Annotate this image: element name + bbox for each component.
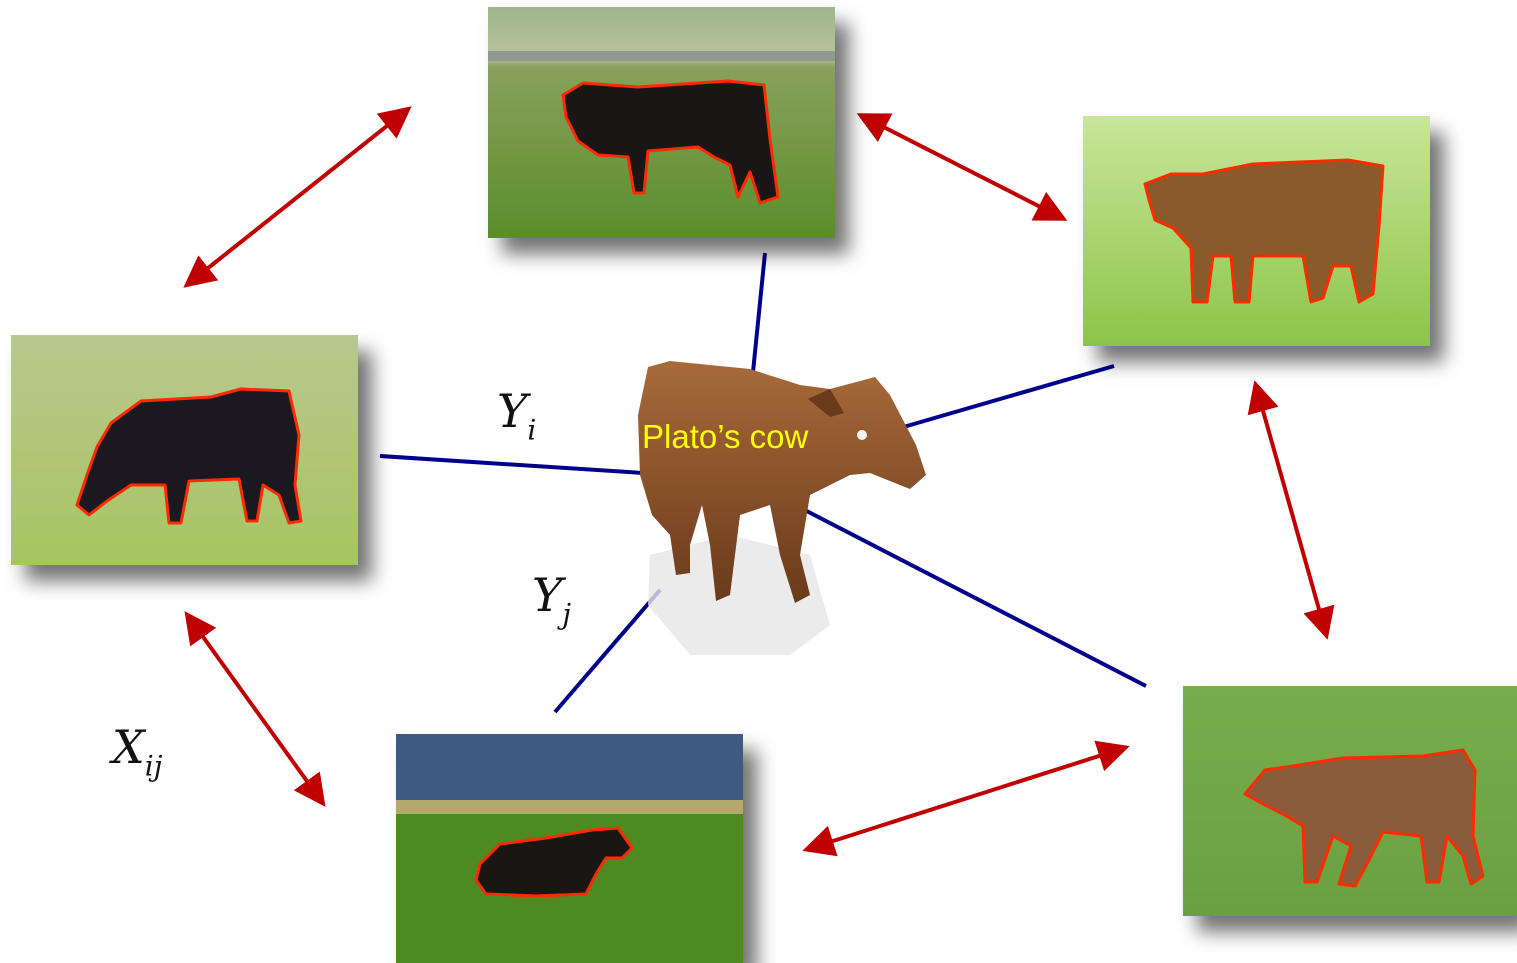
cow-photo-bottom [396,734,743,963]
arrow-left-bottom [188,616,322,802]
cow-photo-bottom-right [1183,686,1517,916]
cow-eye [857,430,867,440]
link-top-right-photo [900,366,1114,428]
cow-photo-top-right [1083,116,1430,346]
plato-cow-model [630,355,930,660]
arrow-bottom-bottomright [808,748,1124,849]
arrow-left-top [188,110,407,284]
x-ij-label: Xij [112,724,162,781]
cow-photo-left [11,335,358,565]
y-j-label: Yj [532,572,571,629]
cow-photo-top [488,7,835,238]
arrow-topright-bottomright [1256,386,1326,634]
y-i-label: Yi [497,388,536,445]
plato-cow-label: Plato’s cow [642,418,808,456]
arrow-top-topright [862,116,1062,218]
